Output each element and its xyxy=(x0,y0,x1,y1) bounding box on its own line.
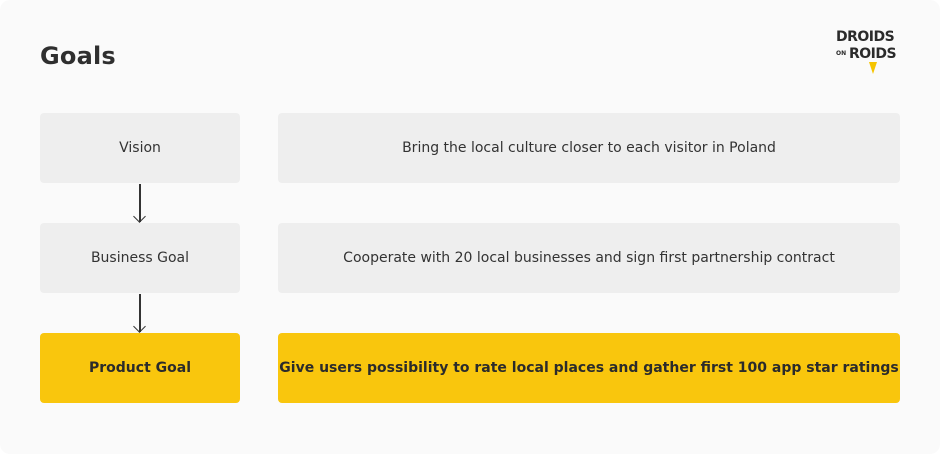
logo-line-1: DROIDS xyxy=(836,29,895,45)
goal-label-business: Business Goal xyxy=(40,223,240,293)
down-arrow-icon xyxy=(133,294,146,334)
lightning-bolt-icon xyxy=(869,62,877,74)
droids-on-roids-logo: DROIDS ON ROIDS xyxy=(836,30,906,78)
page-title: Goals xyxy=(40,42,116,70)
goal-label-product: Product Goal xyxy=(40,333,240,403)
logo-on: ON xyxy=(836,50,847,57)
goal-text-business: Cooperate with 20 local businesses and s… xyxy=(278,223,900,293)
goal-text-vision: Bring the local culture closer to each v… xyxy=(278,113,900,183)
goal-text-product: Give users possibility to rate local pla… xyxy=(278,333,900,403)
down-arrow-icon xyxy=(133,184,146,224)
goal-label-vision: Vision xyxy=(40,113,240,183)
logo-line-2: ROIDS xyxy=(849,46,897,62)
